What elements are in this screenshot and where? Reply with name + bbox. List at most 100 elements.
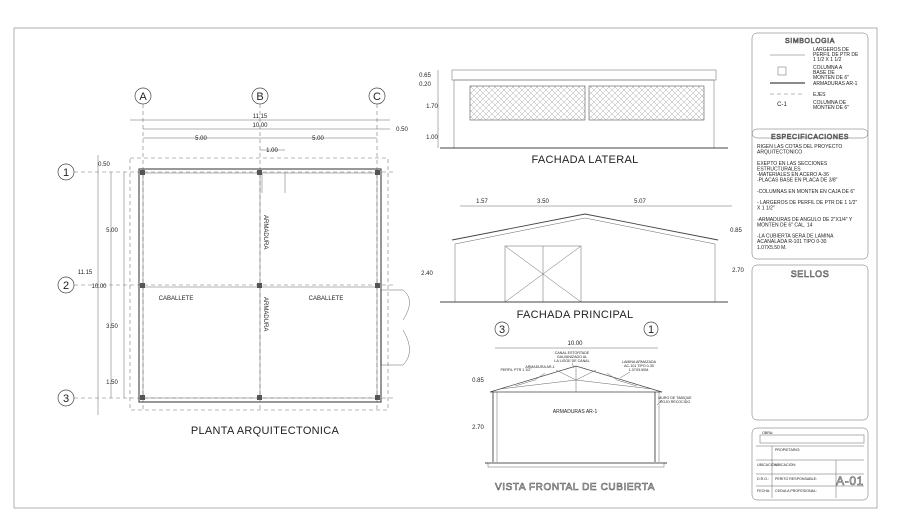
dim-total-width: 11.15 — [253, 114, 268, 120]
front-dim-right: 2.70 — [732, 268, 744, 274]
stamps-panel: SELLOS — [751, 264, 869, 421]
dim-bay-3: 1.50 — [106, 380, 118, 386]
note-canal-3: LA LIGGE DE CANAL — [554, 359, 589, 363]
axis-bubble-a: A — [134, 87, 152, 105]
section-dim-roof: 0.85 — [472, 378, 484, 384]
lateral-title: FACHADA LATERAL — [532, 154, 639, 166]
axis-label-1: 1 — [63, 167, 69, 179]
note-muro-1: MURO DE TABIQUE — [658, 396, 692, 400]
lateral-dim-3: 1.70 — [426, 104, 438, 110]
legend-item-2-line-2: BASE DE — [813, 70, 835, 76]
spec-line: RIGEN LAS COTAS DEL PROYECTO — [757, 144, 842, 150]
spec-line: X 1 1/2" — [757, 206, 775, 212]
axis-bubble-b: B — [251, 87, 269, 105]
title-block-dro-label: D.R.O.: — [757, 477, 769, 481]
legend-item-1-line-3: 1 1/2 X 1 1/2 — [813, 57, 842, 63]
specs-panel: ESPECIFICACIONES RIGEN LAS COTAS DEL PRO… — [751, 128, 869, 260]
dim-bay-23: 3.50 — [106, 324, 118, 330]
axis-bubble-c: C — [368, 87, 386, 105]
front-elevation: 1.57 3.50 5.07 0.85 2.40 2.70 FACHADA PR… — [421, 199, 744, 321]
axis-bubble-3: 3 — [57, 389, 75, 407]
dim-overhang-top: 0.50 — [98, 162, 110, 168]
front-dim-left: 2.40 — [421, 271, 433, 277]
dim-axis-depth: 10.00 — [91, 284, 107, 290]
title-block-ubicacion: UBICACION: — [775, 463, 796, 467]
note-armadura: ARMADURA AR-1 — [525, 365, 554, 369]
specs-title: ESPECIFICACIONES — [771, 134, 849, 141]
plan-view: A B C 1 2 3 — [57, 87, 410, 437]
side-elevation: 0.65 0.20 1.70 1.00 FACHADA LATERAL — [419, 69, 728, 166]
spec-line: -ARMADURAS DE ANGULO DE 2"X1/4" Y — [757, 217, 853, 223]
dim-door: 1.00 — [266, 148, 278, 154]
dim-total-depth: 11.15 — [78, 270, 93, 276]
legend-item-5-code: C-1 — [777, 102, 787, 108]
title-block: OBRA: PROPIETARIO: UBICACION: UBICACION:… — [751, 427, 869, 501]
axis-label-c: C — [373, 91, 381, 103]
spec-line: -COLUMNAS EN MONTEN EN CAJA DE 6" — [757, 189, 855, 195]
label-armadura-upper: ARMADURA — [262, 215, 268, 249]
dim-overhang-right: 0.50 — [396, 127, 408, 133]
legend-panel: SIMBOLOGIA LARGEROS DE PERFIL DE PTR DE … — [751, 32, 869, 139]
axis-label-3: 3 — [63, 393, 69, 405]
section-axis-3: 3 — [499, 324, 505, 336]
axis-bubble-2: 2 — [57, 276, 75, 294]
axis-label-b: B — [256, 91, 263, 103]
spec-line: ARQUITECTONICO — [757, 150, 802, 156]
roof-section: 3 1 10.00 0.85 2.70 ARMADURAS AR-1 CANAL… — [472, 321, 692, 493]
note-lamina-2: AC-101 TIPO 0-30 — [624, 364, 654, 368]
note-canal-2: GALVANIZADO AL — [557, 355, 587, 359]
spec-line: 1.07X5.50 M. — [757, 245, 787, 251]
section-dim-wall: 2.70 — [472, 425, 484, 431]
front-dim-1: 1.57 — [476, 199, 488, 205]
legend-item-1-line-2: PERFIL DE PTR DE — [813, 52, 859, 58]
lateral-dim-1: 0.65 — [419, 73, 431, 79]
axis-label-a: A — [139, 91, 147, 103]
spec-line: ACANALADA R-101 TIPO 0-30 — [757, 239, 827, 245]
section-dim-width: 10.00 — [567, 341, 583, 347]
lateral-dim-4: 1.00 — [426, 135, 438, 141]
title-block-propietario: PROPIETARIO: — [775, 448, 800, 452]
legend-title: SIMBOLOGIA — [785, 38, 835, 45]
spec-line: - LARGEROS DE PERFIL DE PTR DE 1 1/2" — [757, 200, 857, 206]
note-muro-2: ROJO RECOCIDO — [660, 400, 691, 404]
axis-bubble-1: 1 — [57, 163, 75, 181]
label-caballete-left: CABALLETE — [159, 296, 194, 302]
note-canal-1: CANAL ESTORTADE — [555, 351, 590, 355]
spec-line: -MATERIALES EN ACERO A-36 — [757, 172, 829, 178]
front-dim-3: 5.07 — [634, 199, 646, 205]
dim-axis-width: 10.00 — [252, 123, 268, 129]
axis-label-2: 2 — [63, 280, 69, 292]
section-label: ARMADURAS AR-1 — [553, 409, 598, 415]
legend-item-3: ARMADURAS AR-1 — [813, 81, 858, 87]
legend-item-5-line-2: MONTEN DE 6" — [813, 105, 849, 111]
plan-title: PLANTA ARQUITECTONICA — [191, 425, 340, 437]
legend-item-5-line-1: COLUMNA DE — [813, 100, 847, 106]
dim-bay-12: 5.00 — [106, 228, 118, 234]
note-perfil: PERFIL PTR 1 1/2" — [501, 368, 533, 372]
front-dim-roof: 0.85 — [730, 228, 742, 234]
spec-line: EXEPTO EN LAS SECCIONES — [757, 161, 828, 167]
note-lamina-1: LAMINA ARMAZADA — [622, 360, 657, 364]
legend-item-1-line-1: LARGEROS DE — [813, 47, 850, 53]
front-title: FACHADA PRINCIPAL — [517, 309, 634, 321]
section-title: VISTA FRONTAL DE CUBIERTA — [495, 482, 655, 493]
spec-line: MONTEN DE 6" CAL. 14 — [757, 222, 813, 228]
title-block-obra-label: OBRA: — [762, 431, 773, 435]
sheet-border — [13, 27, 878, 509]
legend-item-2-line-1: COLUMNA A — [813, 65, 843, 71]
title-block-ubicacion-label: UBICACION: — [757, 463, 778, 467]
spec-line: -LA CUBIERTA SERA DE LAMINA — [757, 234, 834, 240]
sheet-number: A-01 — [836, 474, 864, 488]
spec-line: -PLACAS BASE EN PLACA DE 3/8" — [757, 178, 838, 184]
label-caballete-right: CABALLETE — [309, 296, 344, 302]
legend-item-2-line-3: MONTEN DE 6" — [813, 75, 849, 81]
spec-line: ESTRUCTURALES — [757, 166, 801, 172]
legend-item-4: EJES — [813, 92, 826, 98]
label-armadura-lower: ARMADURA — [262, 297, 268, 331]
title-block-perito: PERITO RESPONSABLE: — [775, 477, 817, 481]
lateral-dim-2: 0.20 — [419, 82, 431, 88]
stamps-title: SELLOS — [791, 269, 830, 279]
note-lamina-3: 1.07X5.50M. — [629, 368, 649, 372]
title-block-fecha-label: FECHA: — [757, 489, 770, 493]
